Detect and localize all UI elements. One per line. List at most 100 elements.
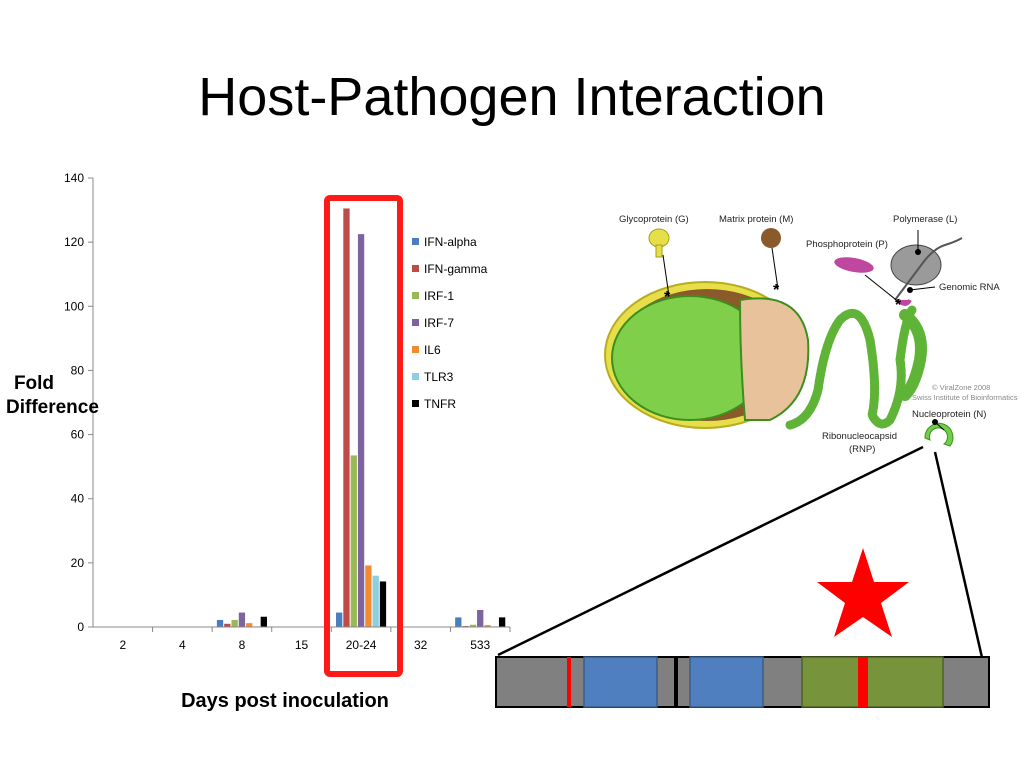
bar-irf-7-533 [477, 610, 484, 627]
rnp-strand [785, 305, 917, 430]
mutation-star-icon [817, 548, 909, 637]
asterisk-matrix: * [773, 282, 780, 299]
y-axis-ticks: 0 20 40 60 80 100 120 140 [64, 171, 93, 634]
virus-diagram: * * * Glycoprotein (G) Matrix protein (M… [604, 214, 1018, 455]
legend-item: TLR3 [412, 363, 487, 390]
legend-item: TNFR [412, 390, 487, 417]
x-tick-label: 15 [295, 638, 309, 652]
asterisk-phospho: * [895, 297, 902, 314]
virion-interior [738, 297, 810, 421]
asterisk-glyco: * [664, 289, 671, 306]
rnp-coil [899, 309, 927, 401]
bar-il6-8 [246, 623, 253, 627]
gene-domain-blue-1 [583, 656, 658, 708]
legend-swatch [412, 346, 419, 353]
bar-ifn-alpha-8 [216, 619, 224, 627]
phosphoprotein-pointer [864, 274, 901, 304]
label-rnp-line-2: (RNP) [849, 444, 875, 455]
bar-tnfr-533 [498, 617, 506, 627]
bar-il6-533 [484, 625, 491, 627]
glycoprotein-shape [648, 228, 670, 248]
bars [216, 208, 506, 628]
bar-ifn-alpha-20-24 [336, 612, 343, 627]
bar-irf-1-533 [469, 624, 477, 627]
legend-item: IFN-gamma [412, 255, 487, 282]
y-tick-label: 0 [77, 620, 84, 634]
phosphoprotein-stem [896, 298, 912, 306]
y-tick-label: 100 [64, 299, 84, 313]
legend-label: TNFR [424, 396, 456, 411]
legend-item: IL6 [412, 336, 487, 363]
polymerase-dot [915, 249, 921, 255]
x-axis-label: Days post inoculation [181, 690, 389, 712]
credit-line-1: © ViralZone 2008 [932, 383, 990, 392]
legend-swatch [412, 400, 419, 407]
gene-diagram [495, 548, 990, 708]
label-glycoprotein: Glycoprotein (G) [619, 214, 689, 225]
gene-domain-blue-2 [689, 656, 764, 708]
y-axis-label: Fold Difference [6, 373, 99, 418]
legend-swatch [412, 292, 419, 299]
legend-swatch [412, 238, 419, 245]
label-genomic-rna: Genomic RNA [939, 282, 1000, 293]
legend-label: IFN-alpha [424, 234, 477, 249]
highlight-box [324, 195, 403, 677]
mutation-mark-2 [858, 657, 868, 707]
bar-irf-7-20-24 [357, 234, 365, 627]
genomic-rna-strand [894, 237, 963, 301]
zoom-line-right [933, 451, 988, 676]
matrix-pointer [771, 247, 779, 290]
y-tick-label: 140 [64, 171, 84, 185]
y-tick-label: 60 [71, 428, 85, 442]
glycoprotein-stalk [655, 244, 663, 258]
y-tick-label: 80 [71, 363, 85, 377]
genomic-rna-dot [907, 287, 913, 293]
label-nucleoprotein: Nucleoprotein (N) [912, 409, 986, 420]
bar-ifn-gamma-20-24 [343, 208, 350, 628]
slide-title: Host-Pathogen Interaction [198, 67, 826, 127]
nucleoprotein-dot [932, 419, 938, 425]
legend-label: IRF-1 [424, 288, 454, 303]
x-tick-label: 533 [470, 638, 490, 652]
x-tick-label: 2 [119, 638, 126, 652]
label-matrix: Matrix protein (M) [719, 214, 793, 225]
y-tick-label: 20 [71, 556, 85, 570]
legend-item: IRF-1 [412, 282, 487, 309]
nucleoprotein-shape [924, 422, 954, 447]
matrix-protein-shape [761, 228, 781, 248]
y-tick-label: 40 [71, 492, 85, 506]
y-tick-label: 120 [64, 235, 84, 249]
bar-il6-20-24 [365, 565, 372, 627]
phosphoprotein-shape [834, 257, 874, 273]
legend-swatch [412, 373, 419, 380]
legend-label: TLR3 [424, 369, 454, 384]
gene-domain-green [801, 656, 944, 708]
label-polymerase: Polymerase (L) [893, 214, 957, 225]
legend-label: IL6 [424, 342, 441, 357]
zoom-line-left [497, 445, 924, 657]
bar-irf-1-8 [231, 619, 238, 627]
legend-label: IRF-7 [424, 315, 454, 330]
legend-item: IRF-7 [412, 309, 487, 336]
bar-ifn-alpha-533 [455, 617, 462, 627]
legend-item: IFN-alpha [412, 228, 487, 255]
legend-swatch [412, 265, 419, 272]
glycoprotein-pointer [662, 254, 670, 297]
bar-tnfr-20-24 [379, 581, 387, 627]
mutation-mark-1 [567, 657, 571, 707]
bar-tlr3-20-24 [372, 575, 379, 627]
bar-irf-1-20-24 [350, 455, 357, 627]
x-tick-label: 32 [414, 638, 428, 652]
bar-ifn-gamma-8 [224, 623, 231, 627]
credit-line-2: Swiss Institute of Bioinformatics [912, 393, 1018, 402]
genomic-rna-pointer [909, 286, 936, 291]
gene-divider [674, 657, 678, 707]
label-rnp-line-1: Ribonucleocapsid [822, 431, 897, 442]
legend-label: IFN-gamma [424, 261, 488, 276]
x-tick-label: 8 [239, 638, 246, 652]
x-tick-label: 20-24 [346, 638, 377, 652]
